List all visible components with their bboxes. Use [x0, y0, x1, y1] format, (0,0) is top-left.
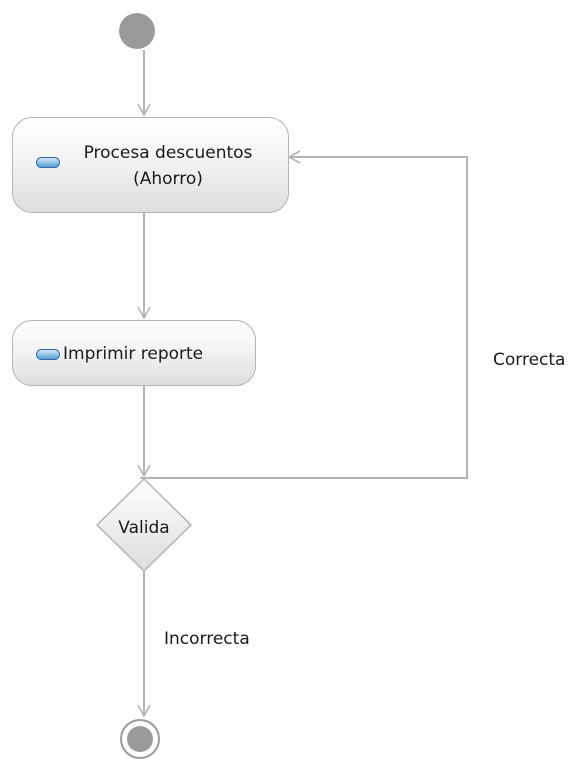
action-process-discounts-label: Procesa descuentos (Ahorro): [63, 140, 273, 192]
decision-node: [95, 477, 193, 573]
initial-node: [119, 13, 155, 49]
action-process-discounts-line2: (Ahorro): [133, 169, 203, 189]
action-icon: [36, 349, 60, 360]
action-icon: [36, 157, 60, 168]
guard-correct-label: Correcta: [493, 350, 566, 370]
action-print-report[interactable]: Imprimir reporte: [12, 320, 256, 386]
final-node-core: [127, 726, 153, 752]
edge-decision-correct-loop: [140, 150, 468, 479]
action-process-discounts-line1: Procesa descuentos: [83, 143, 253, 163]
guard-incorrect-label: Incorrecta: [164, 629, 250, 649]
action-process-discounts[interactable]: Procesa descuentos (Ahorro): [12, 117, 289, 213]
decision-label: Valida: [118, 518, 170, 538]
action-print-report-label: Imprimir reporte: [63, 344, 204, 364]
